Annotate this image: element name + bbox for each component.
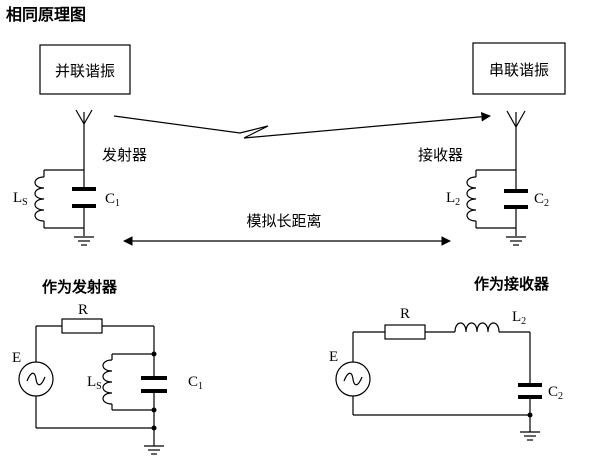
parallel-resonance-label: 并联谐振 bbox=[55, 62, 115, 80]
ls-inductor-coil bbox=[34, 176, 45, 222]
r-label-left: R bbox=[78, 302, 88, 318]
series-resonance-label: 串联谐振 bbox=[489, 61, 549, 79]
resistor-r bbox=[61, 318, 103, 334]
ground-icon bbox=[520, 431, 540, 441]
parallel-resonance-box: 并联谐振 bbox=[39, 44, 131, 95]
transmitter-circuit bbox=[18, 318, 167, 455]
ground-icon bbox=[506, 236, 526, 246]
ls-label-top: LS bbox=[13, 190, 28, 208]
wireless-signal-path bbox=[113, 111, 491, 139]
c2-label-top: C2 bbox=[534, 191, 549, 209]
ls-label-bottom: LS bbox=[87, 374, 102, 392]
transmitter-label: 发射器 bbox=[102, 146, 147, 164]
transmitter-lc-tank bbox=[34, 169, 96, 246]
l2-inductor-coil bbox=[454, 322, 500, 333]
e-label-right: E bbox=[329, 349, 338, 365]
receiver-antenna bbox=[506, 110, 526, 170]
l2-inductor-coil bbox=[466, 176, 477, 222]
receiver-circuit bbox=[335, 322, 542, 441]
ls-inductor-coil bbox=[102, 359, 113, 405]
r-label-right: R bbox=[400, 306, 410, 322]
series-resonance-box: 串联谐振 bbox=[472, 42, 566, 95]
distance-label: 模拟长距离 bbox=[246, 212, 321, 230]
l2-label-bottom: L2 bbox=[512, 309, 526, 327]
e-label-left: E bbox=[12, 350, 21, 366]
ground-icon bbox=[74, 236, 94, 246]
c2-label-bottom: C2 bbox=[548, 384, 563, 402]
resistor-r bbox=[384, 324, 426, 340]
c1-label-bottom: C1 bbox=[188, 374, 203, 392]
receiver-label: 接收器 bbox=[418, 146, 463, 164]
c1-label-top: C1 bbox=[105, 191, 120, 209]
page-title: 相同原理图 bbox=[6, 5, 86, 24]
transmitter-antenna bbox=[75, 109, 93, 170]
as-transmitter-heading: 作为发射器 bbox=[42, 278, 118, 296]
ground-icon bbox=[144, 445, 164, 455]
as-receiver-heading: 作为接收器 bbox=[474, 275, 550, 293]
receiver-lc-tank bbox=[466, 169, 528, 246]
l2-label-top: L2 bbox=[446, 190, 460, 208]
